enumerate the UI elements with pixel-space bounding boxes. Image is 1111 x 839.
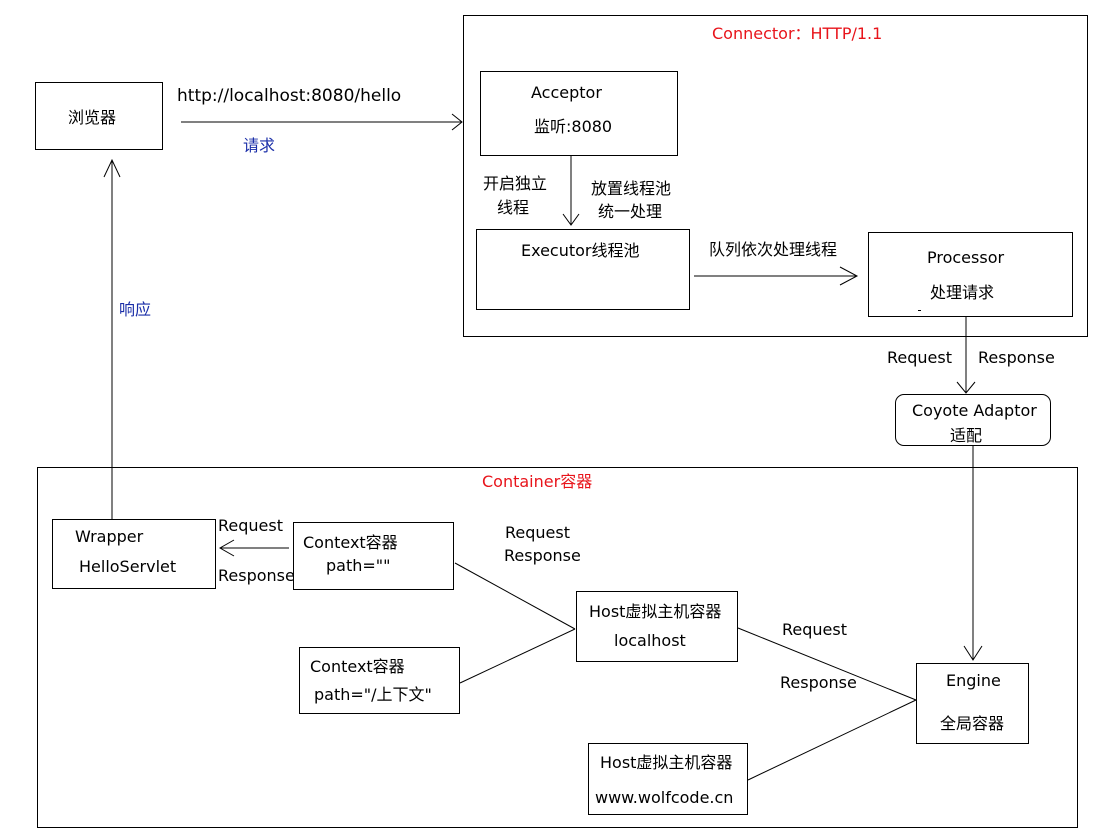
context-box-root[interactable] — [293, 522, 454, 590]
engine-sub: 全局容器 — [940, 714, 1005, 733]
host-localhost-value: localhost — [614, 631, 686, 650]
host-box-wolfcode[interactable] — [588, 743, 748, 815]
host-engine-response: Response — [780, 673, 857, 692]
coyote-adaptor-box[interactable] — [895, 394, 1051, 446]
host-localhost-engine-line — [737, 627, 917, 701]
connector-title: Connector：HTTP/1.1 — [712, 24, 883, 43]
request-label: 请求 — [243, 136, 276, 155]
context-root-path: path="" — [326, 556, 391, 575]
wrapper-box[interactable] — [52, 519, 216, 589]
engine-name: Engine — [946, 671, 1001, 690]
host-wolfcode-value: www.wolfcode.cn — [595, 788, 734, 807]
queue-label: 队列依次处理线程 — [709, 240, 838, 259]
acceptor-port: 监听:8080 — [534, 117, 613, 136]
container-title: Container容器 — [482, 472, 593, 491]
host-engine-request: Request — [782, 620, 847, 639]
context-path-name: Context容器 — [310, 657, 405, 676]
browser-label: 浏览器 — [68, 108, 117, 127]
wrapper-name: Wrapper — [75, 527, 144, 546]
acceptor-box[interactable] — [480, 71, 678, 156]
executor-name: Executor线程池 — [521, 241, 640, 260]
processor-sub: 处理请求 — [930, 283, 995, 302]
wrapper-request-label: Request — [218, 516, 283, 535]
host-wolfcode-engine-line — [747, 699, 917, 781]
thread-open-label-2: 线程 — [497, 198, 530, 217]
ctx-host-request: Request — [505, 523, 570, 542]
host-localhost-name: Host虚拟主机容器 — [589, 602, 722, 621]
executor-box[interactable] — [476, 229, 690, 310]
thread-pool-note-1: 放置线程池 — [591, 179, 672, 198]
request-url: http://localhost:8080/hello — [177, 86, 402, 106]
host-context-root-line — [454, 562, 576, 630]
adaptor-response: Response — [978, 348, 1055, 367]
thread-pool-note-2: 统一处理 — [598, 202, 663, 221]
acceptor-name: Acceptor — [531, 83, 602, 102]
browser-box[interactable] — [35, 82, 163, 150]
adaptor-sub: 适配 — [950, 426, 983, 445]
engine-box[interactable] — [916, 663, 1029, 744]
response-label: 响应 — [119, 300, 152, 319]
processor-box[interactable] — [868, 232, 1073, 317]
host-context-path-line — [459, 628, 576, 684]
wrapper-response-label: Response — [218, 566, 295, 585]
context-root-name: Context容器 — [303, 533, 398, 552]
processor-name: Processor — [927, 248, 1005, 267]
ctx-host-response: Response — [504, 546, 581, 565]
host-wolfcode-name: Host虚拟主机容器 — [600, 753, 733, 772]
wrapper-servlet: HelloServlet — [79, 557, 177, 576]
thread-open-label-1: 开启独立 — [483, 174, 548, 193]
host-box-localhost[interactable] — [576, 591, 738, 662]
context-box-path[interactable] — [299, 647, 460, 714]
adaptor-name: Coyote Adaptor — [912, 401, 1037, 420]
context-path-value: path="/上下文" — [314, 685, 432, 704]
adaptor-request: Request — [887, 348, 952, 367]
